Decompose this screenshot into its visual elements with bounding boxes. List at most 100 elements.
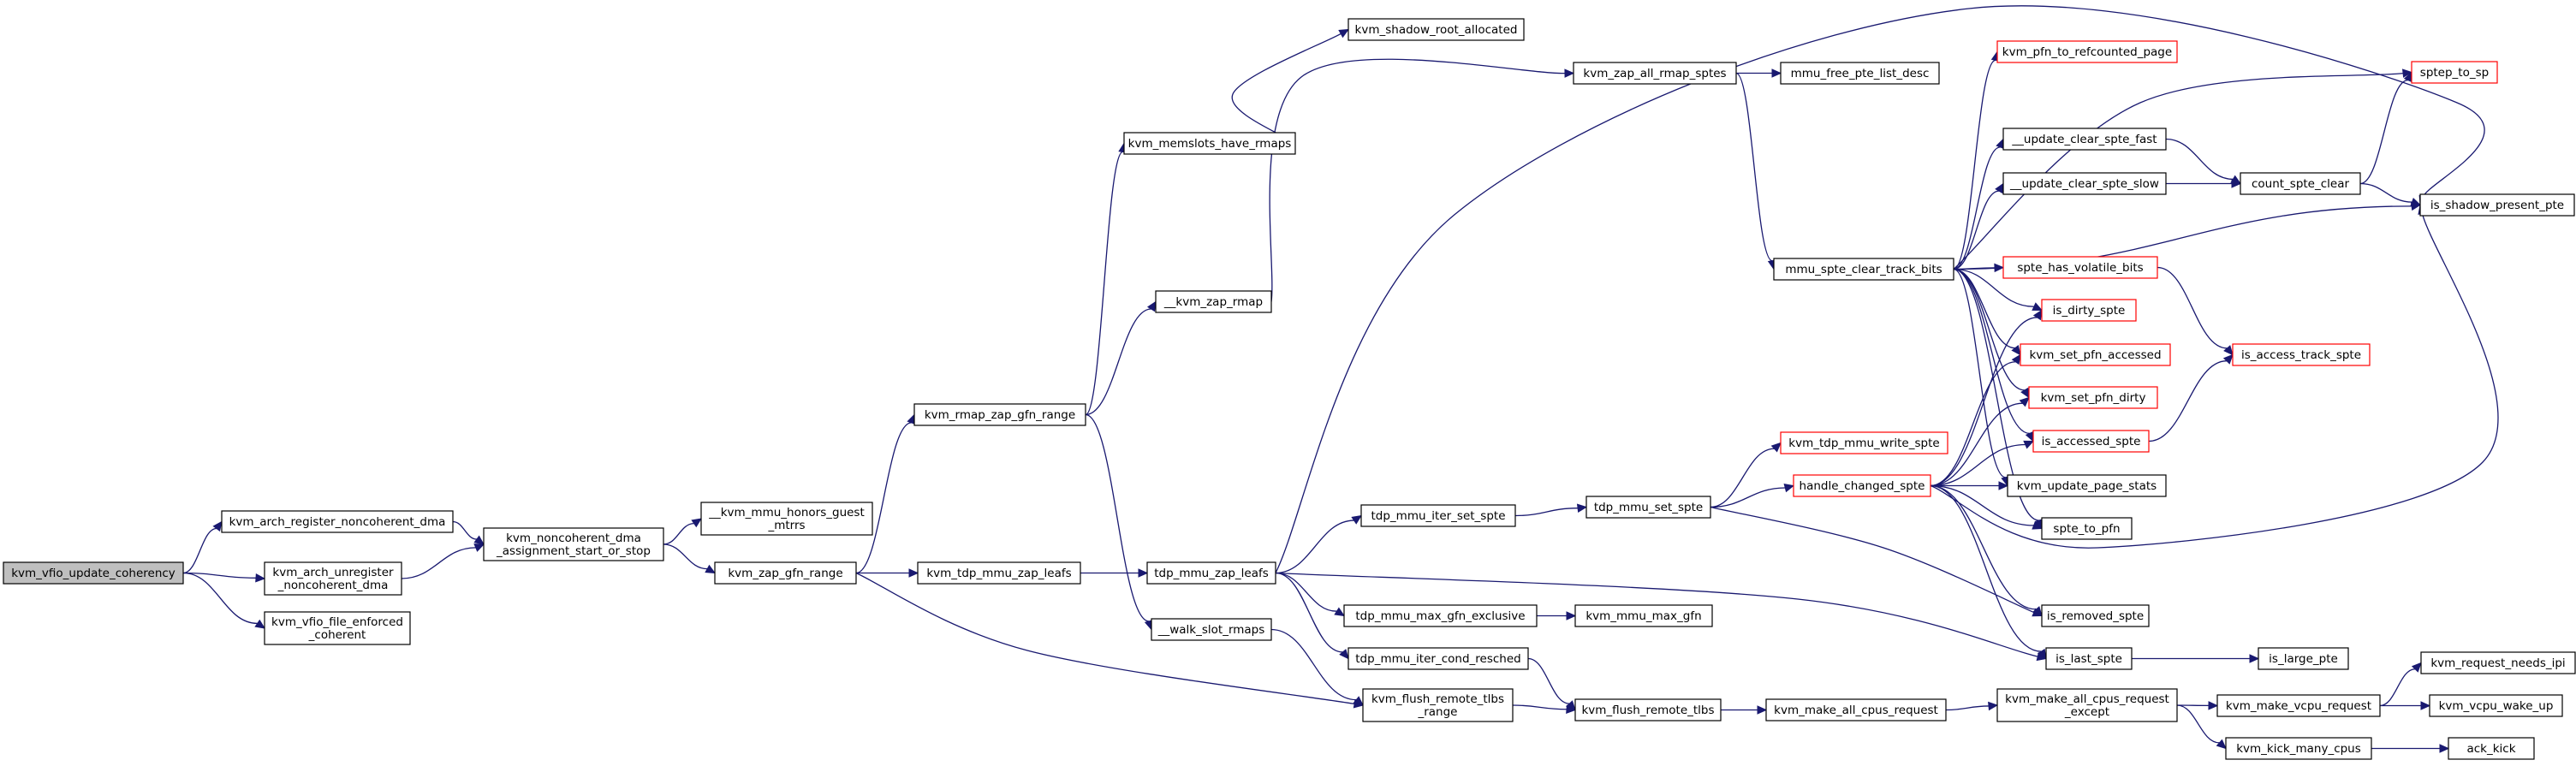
node-label: kvm_shadow_root_allocated [1355, 23, 1518, 37]
node-count-clear[interactable]: count_spte_clear [2240, 172, 2361, 195]
node-file-enf[interactable]: kvm_vfio_file_enforced_coherent [264, 611, 411, 645]
node-upd-slow[interactable]: __update_clear_spte_slow [2002, 172, 2167, 195]
node-large[interactable]: is_large_pte [2258, 647, 2349, 670]
edge-flush-range-to-flush-tlbs [1512, 704, 1568, 710]
node-iter-set[interactable]: tdp_mmu_iter_set_spte [1360, 504, 1516, 527]
node-kick-many[interactable]: kvm_kick_many_cpus [2225, 737, 2372, 760]
edge-kvm-zap-rmap-to-zap-all-rmap [1269, 58, 1566, 302]
node-removed[interactable]: is_removed_spte [2041, 604, 2150, 627]
node-box [1765, 698, 1947, 721]
node-set-accessed[interactable]: kvm_set_pfn_accessed [2020, 343, 2171, 366]
arrowhead [254, 619, 266, 629]
node-box [2232, 343, 2371, 366]
node-box [1573, 62, 1737, 85]
edge-clear-track-to-upd-slow [1953, 190, 2000, 270]
node-volatile[interactable]: spte_has_volatile_bits [2002, 256, 2158, 279]
node-needs-ipi[interactable]: kvm_request_needs_ipi [2420, 651, 2576, 674]
node-iter-cond[interactable]: tdp_mmu_iter_cond_resched [1347, 647, 1529, 670]
edge-make-all-exc-to-kick-many [2176, 704, 2220, 744]
node-label: is_dirty_spte [2053, 304, 2126, 318]
arrowhead [2216, 739, 2227, 750]
node-box [2240, 172, 2361, 195]
node-pfn-refc[interactable]: kvm_pfn_to_refcounted_page [1996, 40, 2178, 63]
edge-walk-slot-to-flush-range [1270, 628, 1357, 701]
node-flush-range[interactable]: kvm_flush_remote_tlbs_range [1362, 688, 1514, 722]
edge-iter-set-to-set-spte [1514, 508, 1579, 517]
edge-clear-track-to-page-stats [1953, 268, 2006, 478]
node-access-track[interactable]: is_access_track_spte [2232, 343, 2371, 366]
node-max-gfn[interactable]: kvm_mmu_max_gfn [1574, 604, 1713, 627]
node-to-pfn[interactable]: spte_to_pfn [2041, 517, 2133, 540]
node-set-spte[interactable]: tdp_mmu_set_spte [1585, 496, 1711, 519]
node-label: is_access_track_spte [2241, 348, 2361, 362]
arrowhead [1783, 484, 1795, 493]
node-wake-up[interactable]: kvm_vcpu_wake_up [2429, 694, 2563, 717]
node-zap-gfn[interactable]: kvm_zap_gfn_range [714, 561, 857, 585]
edge-iter-cond-to-flush-tlbs [1527, 657, 1570, 704]
edge-tdp-zap-leafs-to-iter-set [1275, 520, 1354, 574]
node-vcpu-req[interactable]: kvm_make_vcpu_request [2216, 694, 2381, 717]
edge-handle-changed-to-set-dirty [1930, 402, 2023, 487]
edge-handle-changed-to-to-pfn [1930, 484, 2034, 526]
node-shadow-present[interactable]: is_shadow_present_pte [2419, 193, 2575, 217]
arrowhead [1566, 704, 1577, 714]
node-label: kvm_rmap_zap_gfn_range [925, 408, 1075, 422]
node-label: _range [1417, 705, 1457, 719]
arrowhead [2208, 701, 2219, 710]
node-box [1996, 40, 2178, 63]
node-handle-changed[interactable]: handle_changed_spte [1793, 474, 1931, 497]
arrowhead [1576, 503, 1588, 513]
node-ack-kick[interactable]: ack_kick [2448, 737, 2535, 760]
node-kvm-zap-rmap[interactable]: __kvm_zap_rmap [1155, 290, 1272, 313]
node-label: count_spte_clear [2252, 177, 2350, 191]
node-clear-track[interactable]: mmu_spte_clear_track_bits [1773, 258, 1954, 281]
node-rmap-zap[interactable]: kvm_rmap_zap_gfn_range [913, 403, 1086, 426]
edge-zap-all-rmap-to-clear-track [1735, 72, 1773, 262]
node-label: tdp_mmu_set_spte [1594, 501, 1703, 514]
node-flush-tlbs[interactable]: kvm_flush_remote_tlbs [1574, 698, 1722, 721]
node-honors[interactable]: __kvm_mmu_honors_guest_mtrrs [700, 502, 873, 536]
node-label: kvm_zap_gfn_range [728, 567, 842, 580]
node-label: is_shadow_present_pte [2430, 199, 2564, 212]
arrowhead [2037, 648, 2047, 660]
node-box [1996, 688, 2178, 722]
node-arch-unreg[interactable]: kvm_arch_unregister_noncoherent_dma [264, 561, 402, 596]
node-dirty[interactable]: is_dirty_spte [2041, 299, 2137, 322]
edge-set-spte-to-write-spte [1710, 448, 1775, 508]
node-set-dirty[interactable]: kvm_set_pfn_dirty [2028, 386, 2158, 409]
node-arch-reg[interactable]: kvm_arch_register_noncoherent_dma [221, 510, 454, 533]
node-zap-all-rmap[interactable]: kvm_zap_all_rmap_sptes [1573, 62, 1737, 85]
node-free-pte[interactable]: mmu_free_pte_list_desc [1780, 62, 1940, 85]
node-noncoh[interactable]: kvm_noncoherent_dma_assignment_start_or_… [483, 527, 664, 561]
node-box [1780, 62, 1940, 85]
node-label: kvm_vcpu_wake_up [2439, 699, 2554, 713]
node-sptep-sp[interactable]: sptep_to_sp [2411, 61, 2498, 84]
node-make-all-exc[interactable]: kvm_make_all_cpus_request_except [1996, 688, 2178, 722]
node-tdp-zap-leafs-kvm[interactable]: kvm_tdp_mmu_zap_leafs [917, 561, 1081, 585]
arrowhead [1998, 481, 2009, 490]
node-max-gfn-excl[interactable]: tdp_mmu_max_gfn_exclusive [1343, 604, 1538, 627]
node-memslots[interactable]: kvm_memslots_have_rmaps [1123, 132, 1296, 155]
edge-handle-changed-to-last [1930, 484, 2042, 652]
node-label: kvm_flush_remote_tlbs [1371, 692, 1504, 706]
node-walk-slot[interactable]: __walk_slot_rmaps [1151, 618, 1272, 641]
arrowhead [1339, 649, 1349, 660]
arrowhead [1334, 607, 1346, 617]
node-box [2420, 651, 2576, 674]
arrowhead [2222, 353, 2234, 365]
node-label: __kvm_mmu_honors_guest [708, 506, 865, 520]
node-root[interactable]: kvm_vfio_update_coherency [3, 561, 184, 585]
node-accessed[interactable]: is_accessed_spte [2032, 430, 2150, 453]
edge-count-clear-to-sptep-sp [2359, 79, 2408, 185]
node-tdp-zap-leafs[interactable]: tdp_mmu_zap_leafs [1146, 561, 1276, 585]
node-upd-fast[interactable]: __update_clear_spte_fast [2002, 128, 2167, 151]
arrowhead [1566, 611, 1577, 621]
node-page-stats[interactable]: kvm_update_page_stats [2007, 474, 2167, 497]
node-write-spte[interactable]: kvm_tdp_mmu_write_spte [1780, 431, 1948, 454]
node-box [1780, 431, 1948, 454]
node-make-all-req[interactable]: kvm_make_all_cpus_request [1765, 698, 1947, 721]
node-box [1347, 647, 1529, 670]
node-last[interactable]: is_last_spte [2045, 647, 2133, 670]
node-shadow-root[interactable]: kvm_shadow_root_allocated [1347, 18, 1525, 41]
